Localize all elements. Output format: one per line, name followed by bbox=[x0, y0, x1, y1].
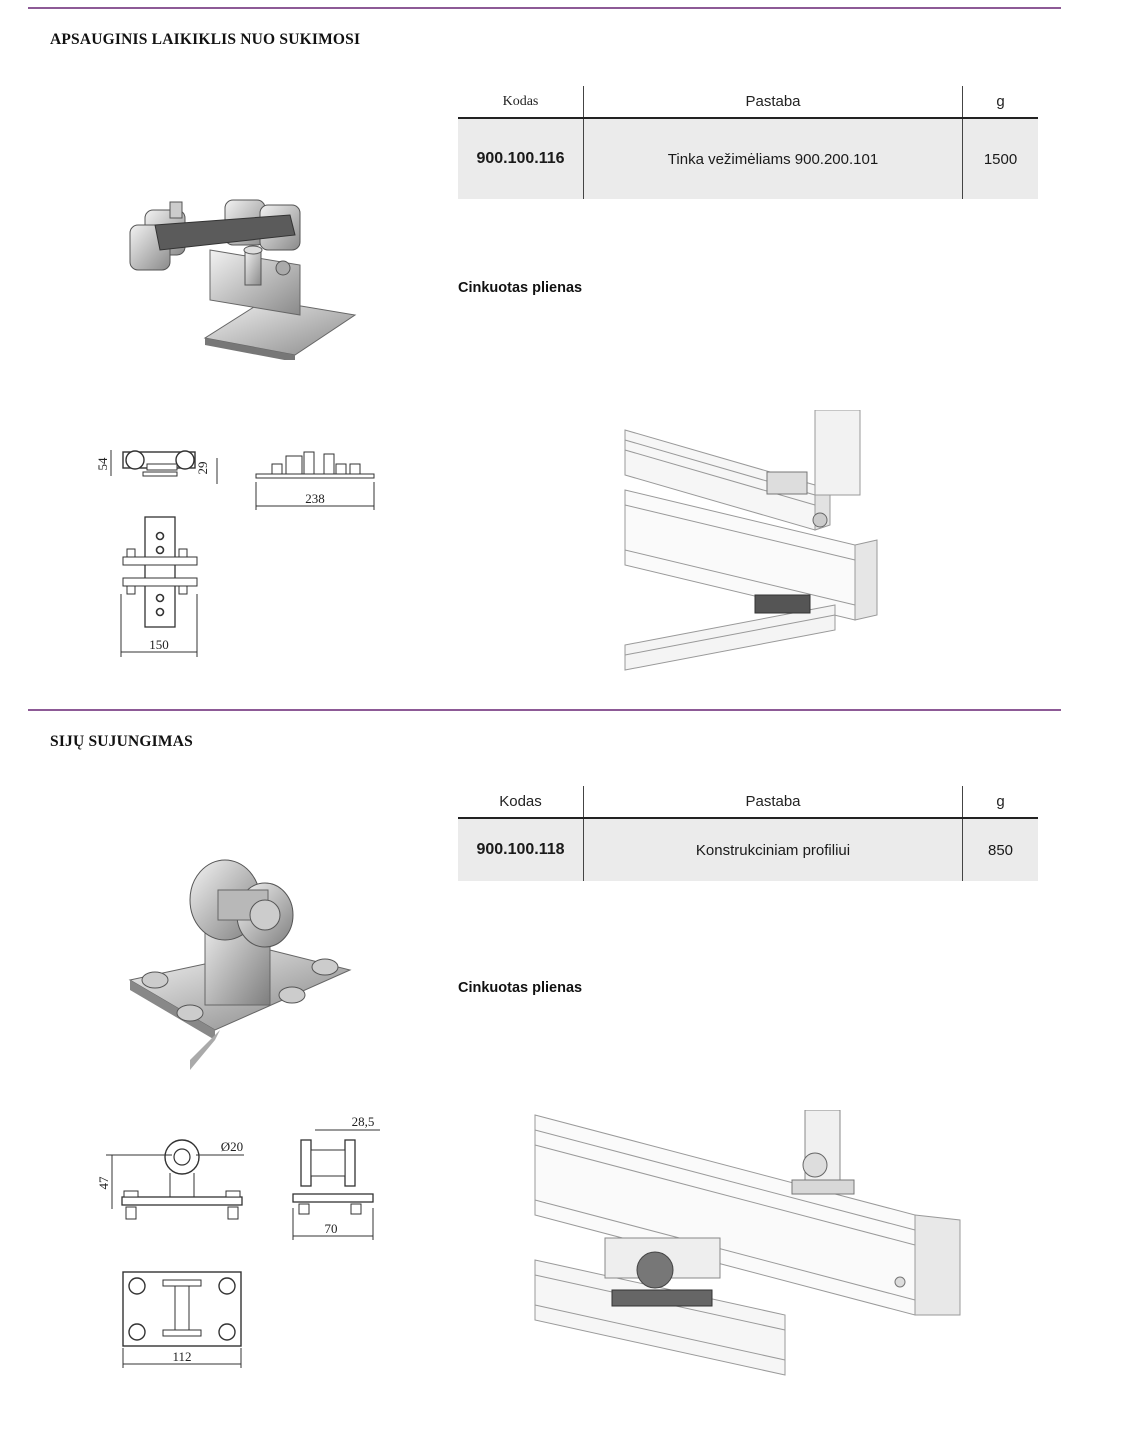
table-row: 900.100.116 Tinka vežimėliams 900.200.10… bbox=[458, 118, 1038, 199]
header-kodas: Kodas bbox=[458, 786, 584, 819]
dim-width: 150 bbox=[149, 637, 169, 652]
product-note: Tinka vežimėliams 900.200.101 bbox=[583, 118, 963, 199]
product-photo-beam-connector bbox=[120, 855, 360, 1075]
product-weight: 850 bbox=[962, 818, 1038, 881]
technical-drawing-side: 54 29 bbox=[95, 440, 235, 495]
section-title-1: APSAUGINIS LAIKIKLIS NUO SUKIMOSI bbox=[50, 31, 361, 48]
dim-width-2: 70 bbox=[325, 1221, 338, 1236]
section-divider-2 bbox=[28, 709, 1061, 711]
installation-illustration-2 bbox=[530, 1110, 970, 1390]
product-note: Konstrukciniam profiliui bbox=[583, 818, 963, 881]
header-kodas: Kodas bbox=[458, 86, 584, 119]
technical-drawing-front-2: 47 Ø20 bbox=[92, 1135, 252, 1230]
dim-height: 54 bbox=[95, 457, 110, 471]
technical-drawing-top-2: 112 bbox=[115, 1268, 250, 1373]
product-code: 900.100.116 bbox=[458, 118, 584, 199]
section-divider-1 bbox=[28, 7, 1061, 9]
spec-table-2: Kodas Pastaba g 900.100.118 Konstrukcini… bbox=[458, 786, 1038, 881]
dim-diameter: Ø20 bbox=[221, 1139, 243, 1154]
dim-length: 238 bbox=[305, 491, 325, 506]
header-g: g bbox=[962, 786, 1038, 819]
technical-drawing-side-2: 28,5 70 bbox=[285, 1112, 385, 1242]
product-code: 900.100.118 bbox=[458, 818, 584, 881]
dim-length-2: 112 bbox=[172, 1349, 191, 1364]
spec-table-1: Kodas Pastaba g 900.100.116 Tinka vežimė… bbox=[458, 86, 1038, 199]
header-pastaba: Pastaba bbox=[583, 786, 963, 819]
technical-drawing-front: 238 bbox=[250, 448, 380, 510]
installation-illustration-1 bbox=[615, 410, 885, 675]
dim-height-2: 47 bbox=[96, 1176, 111, 1190]
material-label-1: Cinkuotas plienas bbox=[458, 280, 583, 296]
section-title-2: SIJŲ SUJUNGIMAS bbox=[50, 733, 193, 750]
dim-offset: 28,5 bbox=[352, 1114, 375, 1129]
material-label-2: Cinkuotas plienas bbox=[458, 980, 583, 996]
product-photo-anti-rotation-holder bbox=[115, 180, 375, 360]
product-weight: 1500 bbox=[962, 118, 1038, 199]
header-g: g bbox=[962, 86, 1038, 119]
technical-drawing-top: 150 bbox=[115, 512, 210, 657]
dim-inner: 29 bbox=[195, 462, 210, 475]
header-pastaba: Pastaba bbox=[583, 86, 963, 119]
table-row: 900.100.118 Konstrukciniam profiliui 850 bbox=[458, 818, 1038, 881]
